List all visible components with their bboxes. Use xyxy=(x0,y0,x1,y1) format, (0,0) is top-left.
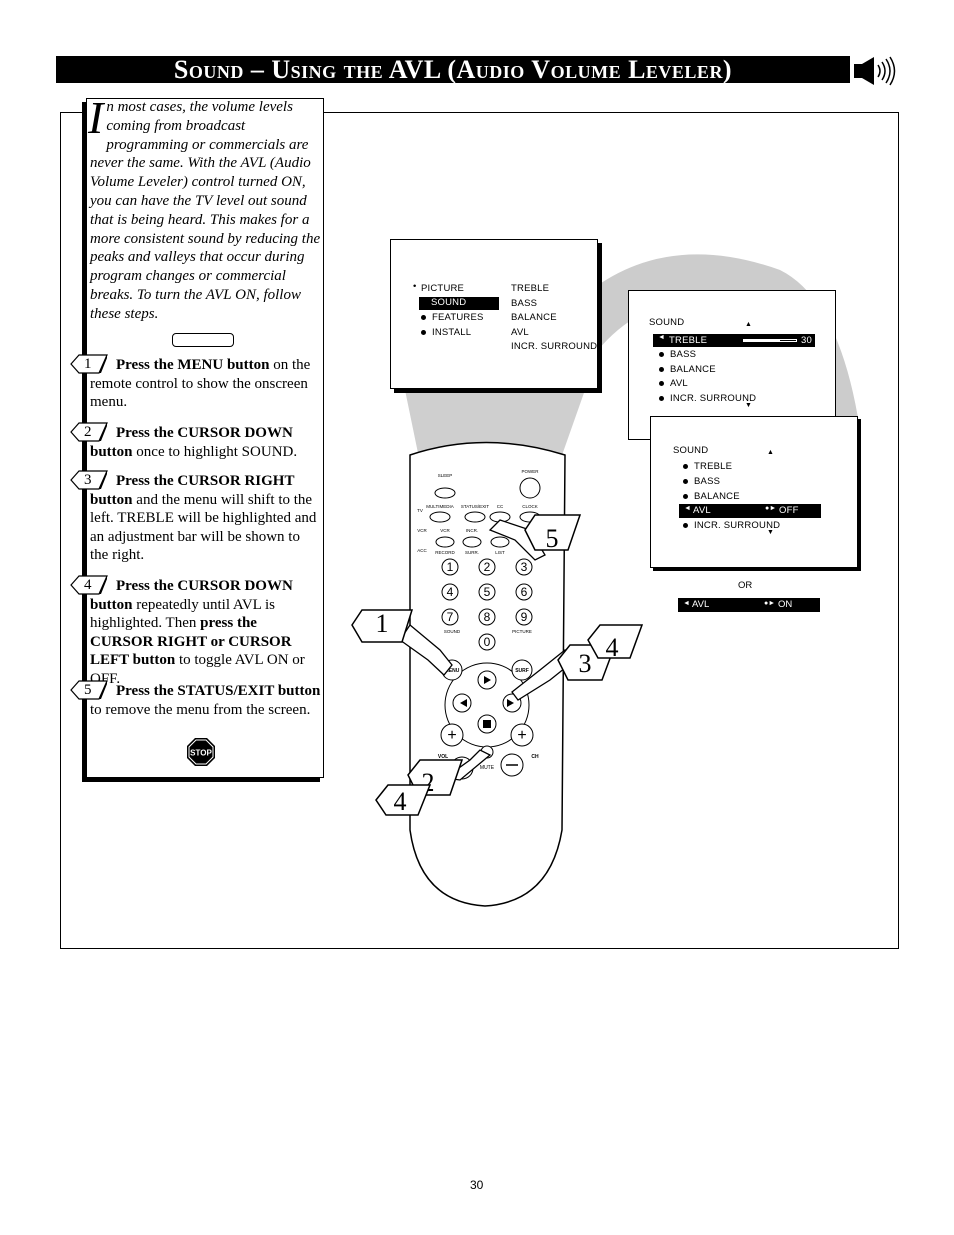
svg-text:1: 1 xyxy=(447,560,454,574)
avl-on-bar: ◄ AVL ●► ON xyxy=(678,598,820,612)
svg-text:2: 2 xyxy=(484,560,491,574)
svg-text:4: 4 xyxy=(606,633,619,662)
svg-text:SURF: SURF xyxy=(515,668,529,674)
svg-text:7: 7 xyxy=(447,610,454,624)
svg-text:INCR.: INCR. xyxy=(466,528,478,533)
page-title: Sound – Using the AVL (Audio Volume Leve… xyxy=(56,56,850,83)
step-3: 3 Press the CURSOR RIGHT button and the … xyxy=(70,470,322,565)
divider-pill xyxy=(172,333,234,347)
svg-text:CH: CH xyxy=(531,754,539,760)
svg-text:STATUS/EXIT: STATUS/EXIT xyxy=(461,504,490,509)
tv-screen-main-menu: •PICTURE SOUND FEATURES INSTALL TREBLE B… xyxy=(390,239,598,389)
avl-highlight-bar: ◄ AVL ●► OFF xyxy=(679,504,821,518)
step-number-badge xyxy=(70,575,108,595)
step-1: 1 Press the MENU button on the remote co… xyxy=(70,354,322,412)
svg-text:POWER: POWER xyxy=(521,469,539,474)
svg-text:PICTURE: PICTURE xyxy=(512,629,532,634)
svg-text:4: 4 xyxy=(394,787,407,816)
step-2: 2 Press the CURSOR DOWN button once to h… xyxy=(70,422,322,461)
step-number-badge xyxy=(70,354,108,374)
instructions-box xyxy=(86,98,324,778)
svg-text:CC: CC xyxy=(497,504,504,509)
svg-text:5: 5 xyxy=(484,585,491,599)
svg-text:+: + xyxy=(447,727,456,744)
highlighted-menu-item: SOUND xyxy=(419,297,499,310)
svg-text:8: 8 xyxy=(484,610,491,624)
svg-text:MUTE: MUTE xyxy=(480,765,495,771)
svg-text:VCR: VCR xyxy=(440,528,450,533)
speaker-icon xyxy=(854,56,896,86)
dropcap: I xyxy=(88,92,104,143)
page-number: 30 xyxy=(470,1178,484,1192)
svg-text:9: 9 xyxy=(521,610,528,624)
stop-sign-icon: STOP xyxy=(187,738,215,766)
svg-text:SURR.: SURR. xyxy=(465,550,479,555)
tv-screen-sound-avl: SOUND ▲ TREBLE BASS BALANCE ◄ AVL ●► OFF… xyxy=(650,416,858,568)
svg-text:VCR: VCR xyxy=(417,528,427,533)
step-number-badge xyxy=(70,470,108,490)
svg-text:ACC: ACC xyxy=(417,548,427,553)
tv-screen-sound-treble: SOUND ▲ ◄ TREBLE 30 BASS BALANCE AVL INC… xyxy=(628,290,836,440)
svg-text:5: 5 xyxy=(546,524,559,553)
svg-text:6: 6 xyxy=(521,585,528,599)
step-number-badge xyxy=(70,680,108,700)
svg-text:TV: TV xyxy=(417,508,423,513)
svg-text:MULTIMEDIA: MULTIMEDIA xyxy=(426,504,453,509)
svg-text:3: 3 xyxy=(579,649,592,678)
content-frame xyxy=(60,112,899,949)
svg-text:4: 4 xyxy=(447,585,454,599)
svg-text:SOUND: SOUND xyxy=(444,629,461,634)
svg-text:CLOCK: CLOCK xyxy=(522,504,538,509)
svg-text:1: 1 xyxy=(376,609,389,638)
svg-text:STOP: STOP xyxy=(190,749,212,758)
svg-text:RECORD: RECORD xyxy=(435,550,455,555)
step-5: 5 Press the STATUS/EXIT button to remove… xyxy=(70,680,322,719)
svg-text:0: 0 xyxy=(484,635,491,649)
svg-text:SLEEP: SLEEP xyxy=(438,473,453,478)
svg-text:+: + xyxy=(517,727,526,744)
svg-text:LIST: LIST xyxy=(495,550,505,555)
svg-text:VOL: VOL xyxy=(438,754,448,760)
treble-adjust-bar: ◄ TREBLE 30 xyxy=(653,334,815,347)
svg-text:MENU: MENU xyxy=(445,668,460,674)
or-label: OR xyxy=(738,580,753,591)
step-4: 4 Press the CURSOR DOWN button repeatedl… xyxy=(70,575,322,689)
intro-text: n most cases, the volume levels coming f… xyxy=(90,99,321,322)
svg-text:3: 3 xyxy=(521,560,528,574)
step-number-badge xyxy=(70,422,108,442)
